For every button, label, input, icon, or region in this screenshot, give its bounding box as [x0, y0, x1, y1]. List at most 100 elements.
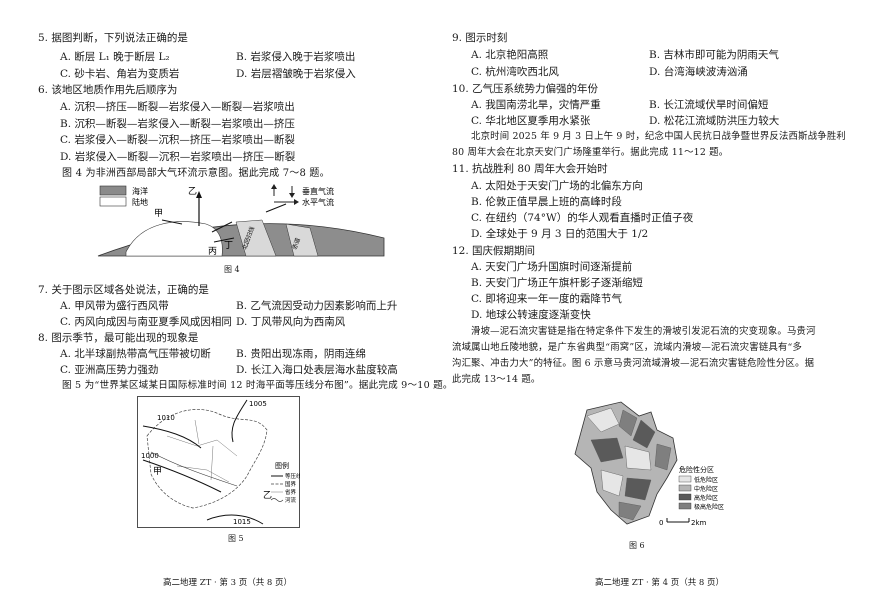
q5-option-c: C. 砂卡岩、角岩为变质岩	[60, 68, 180, 80]
zone-low-1	[586, 407, 620, 433]
q8-option-b: B. 贵阳出现冻雨，阴雨连绵	[236, 348, 366, 360]
zone-very-high-3	[618, 501, 642, 521]
legend-zone3-label: 高危险区	[694, 494, 718, 502]
q11-option-b: B. 伦敦正值早晨上班的高峰时段	[471, 196, 622, 208]
q12-option-a: A. 天安门广场升国旗时间逐渐提前	[471, 261, 633, 273]
q7-option-a: A. 甲风带为盛行西风带	[60, 300, 169, 312]
q12-stem: 12. 国庆假期期间	[452, 245, 536, 257]
wind-arrow-2	[213, 237, 235, 243]
legend-zone1-swatch	[678, 475, 692, 483]
legend-zone1-label: 低危险区	[694, 476, 718, 484]
legend-ocean-swatch	[99, 185, 127, 196]
legend-horizontal-arrowhead	[294, 199, 299, 205]
figure-4-circulation-diagram: 海洋 陆地 垂直气流 水平气流 北回归线 赤道 乙 甲 丙 丁	[97, 184, 385, 257]
band-equator	[285, 223, 319, 257]
q9-option-b: B. 吉林市即可能为阴雨天气	[649, 49, 779, 61]
fig4-caption: 图 4	[224, 265, 240, 274]
q7-stem: 7. 关于图示区域各处说法，正确的是	[38, 284, 209, 296]
q6-option-b: B. 沉积—断裂—岩浆侵入—断裂—岩浆喷出—挤压	[60, 118, 295, 130]
zone-low-3	[600, 469, 624, 497]
intro-11-12-line-1: 北京时间 2025 年 9 月 3 日上午 9 时，纪念中国人民抗日战争暨世界反…	[471, 131, 846, 142]
fig4-intro: 图 4 为非洲西部局部大气环流示意图。据此完成 7～8 题。	[62, 168, 330, 179]
figure-6-hazard-zoning-map: 危险性分区 低危险区 中危险区 高危险区 极高危险区 0 2km	[574, 401, 724, 527]
q8-option-c: C. 亚洲高压势力强劲	[60, 364, 159, 376]
legend-river-label: 河流	[285, 496, 297, 504]
q9-option-d: D. 台湾海峡波涛汹涌	[649, 66, 748, 78]
q5-stem: 5. 据图判断，下列说法正确的是	[38, 32, 188, 44]
legend-river-line	[270, 498, 284, 502]
intro-11-12-line-2: 80 周年大会在北京天安门广场隆重举行。据此完成 11～12 题。	[452, 147, 729, 158]
fig5-intro: 图 5 为“世界某区域某日国际标准时间 12 时海平面等压线分布图”。据此完成 …	[62, 380, 453, 391]
q12-option-b: B. 天安门广场正午旗杆影子逐渐缩短	[471, 277, 643, 289]
legend-zone2-swatch	[678, 484, 692, 492]
label-yi: 乙	[263, 490, 272, 501]
label-bing: 丙	[208, 246, 217, 257]
q6-option-d: D. 岩浆侵入—断裂—沉积—岩浆喷出—挤压—断裂	[60, 151, 296, 163]
scale-length-label: 2km	[691, 519, 707, 527]
updraft-arrowhead-yi	[196, 191, 202, 198]
label-ding: 丁	[224, 241, 233, 251]
q5-option-a: A. 断层 L₁ 晚于断层 L₂	[60, 51, 170, 63]
q10-option-a: A. 我国南涝北旱，灾情严重	[471, 99, 601, 111]
legend-vertical-label: 垂直气流	[302, 186, 334, 196]
isobar-1015-label: 1015	[233, 518, 251, 526]
country-boundary	[146, 409, 268, 509]
zone-high-1	[632, 419, 656, 449]
intro-13-14-line-1: 滑坡—泥石流灾害链是指在特定条件下发生的滑坡引发泥石流的灾变现象。马贵河	[471, 326, 816, 337]
q5-option-d: D. 岩层褶皱晚于岩浆侵入	[236, 68, 356, 80]
q7-option-b: B. 乙气流因受动力因素影响而上升	[236, 300, 398, 312]
wind-arrow-jia	[161, 219, 183, 225]
page-3-footer: 高二地理 ZT · 第 3 页（共 8 页）	[163, 578, 293, 588]
q11-option-a: A. 太阳处于天安门广场的北偏东方向	[471, 180, 643, 192]
zone-high-2	[590, 437, 624, 463]
legend-land-label: 陆地	[132, 197, 148, 207]
zone-very-high-2	[654, 443, 672, 471]
zone-very-high-1	[618, 409, 638, 437]
q5-option-b: B. 岩浆侵入晚于岩浆喷出	[236, 51, 356, 63]
legend-horizontal-label: 水平气流	[302, 197, 334, 207]
river-line	[150, 451, 238, 487]
q6-option-c: C. 岩浆侵入—断裂—沉积—挤压—岩浆喷出—断裂	[60, 134, 295, 146]
isobar-1010-label: 1010	[157, 414, 175, 422]
q10-option-d: D. 松花江流域防洪压力较大	[649, 115, 780, 127]
band-north-tropic	[235, 219, 277, 257]
isobar-1000	[142, 459, 222, 493]
legend-country-label: 国界	[285, 481, 297, 488]
q7-option-c: C. 丙风向成因与南亚夏季风成因相同	[60, 316, 232, 328]
legend-zone3-swatch	[678, 493, 692, 501]
fig6-caption: 图 6	[629, 541, 645, 550]
legend-vertical-arrowhead-2	[289, 193, 295, 198]
africa-landmass	[125, 221, 223, 257]
page-4-footer: 高二地理 ZT · 第 4 页（共 8 页）	[595, 578, 725, 588]
legend-zone4-swatch	[678, 502, 692, 510]
intro-13-14-line-3: 沟汇聚、冲击力大”的特征。图 6 示意马贵河流域滑坡—泥石流灾害链危险性分区。据	[452, 358, 815, 369]
fig5-caption: 图 5	[228, 534, 244, 543]
q7-option-d: D. 丁风带风向为西南风	[236, 316, 346, 328]
q11-stem: 11. 抗战胜利 80 周年大会开始时	[452, 163, 608, 175]
label-yi: 乙	[188, 186, 197, 197]
isobar-1010	[142, 425, 202, 449]
legend-land-swatch	[99, 196, 127, 207]
q10-option-c: C. 华北地区夏季用水紧张	[471, 115, 591, 127]
legend-title: 危险性分区	[679, 465, 714, 474]
intro-13-14-line-2: 流域属山地丘陵地貌，是广东省典型“雨窝”区，流域内滑坡—泥石流灾害链具有“多	[452, 342, 803, 353]
legend-title: 图例	[275, 461, 289, 470]
wind-arrow-1	[211, 221, 233, 233]
isobar-1005-label: 1005	[249, 400, 267, 408]
legend-isobar-label: 等压线/hPa	[285, 472, 300, 480]
province-boundaries	[166, 419, 238, 483]
q6-stem: 6. 该地区地质作用先后顺序为	[38, 84, 178, 96]
band-equator-label: 赤道	[290, 237, 302, 251]
legend-vertical-arrowhead	[271, 184, 277, 189]
legend-ocean-label: 海洋	[132, 186, 148, 196]
map-frame	[137, 396, 300, 528]
isobar-1000-label: 1000	[141, 452, 159, 460]
legend-zone4-label: 极高危险区	[694, 503, 724, 511]
label-jia: 甲	[153, 466, 162, 477]
q9-stem: 9. 图示时刻	[452, 32, 508, 44]
zone-low-2	[624, 445, 652, 471]
isobar-1015	[206, 514, 264, 525]
legend-province-label: 省界	[285, 488, 297, 496]
legend-zone2-label: 中危险区	[694, 485, 718, 493]
q9-option-a: A. 北京艳阳高照	[471, 49, 549, 61]
